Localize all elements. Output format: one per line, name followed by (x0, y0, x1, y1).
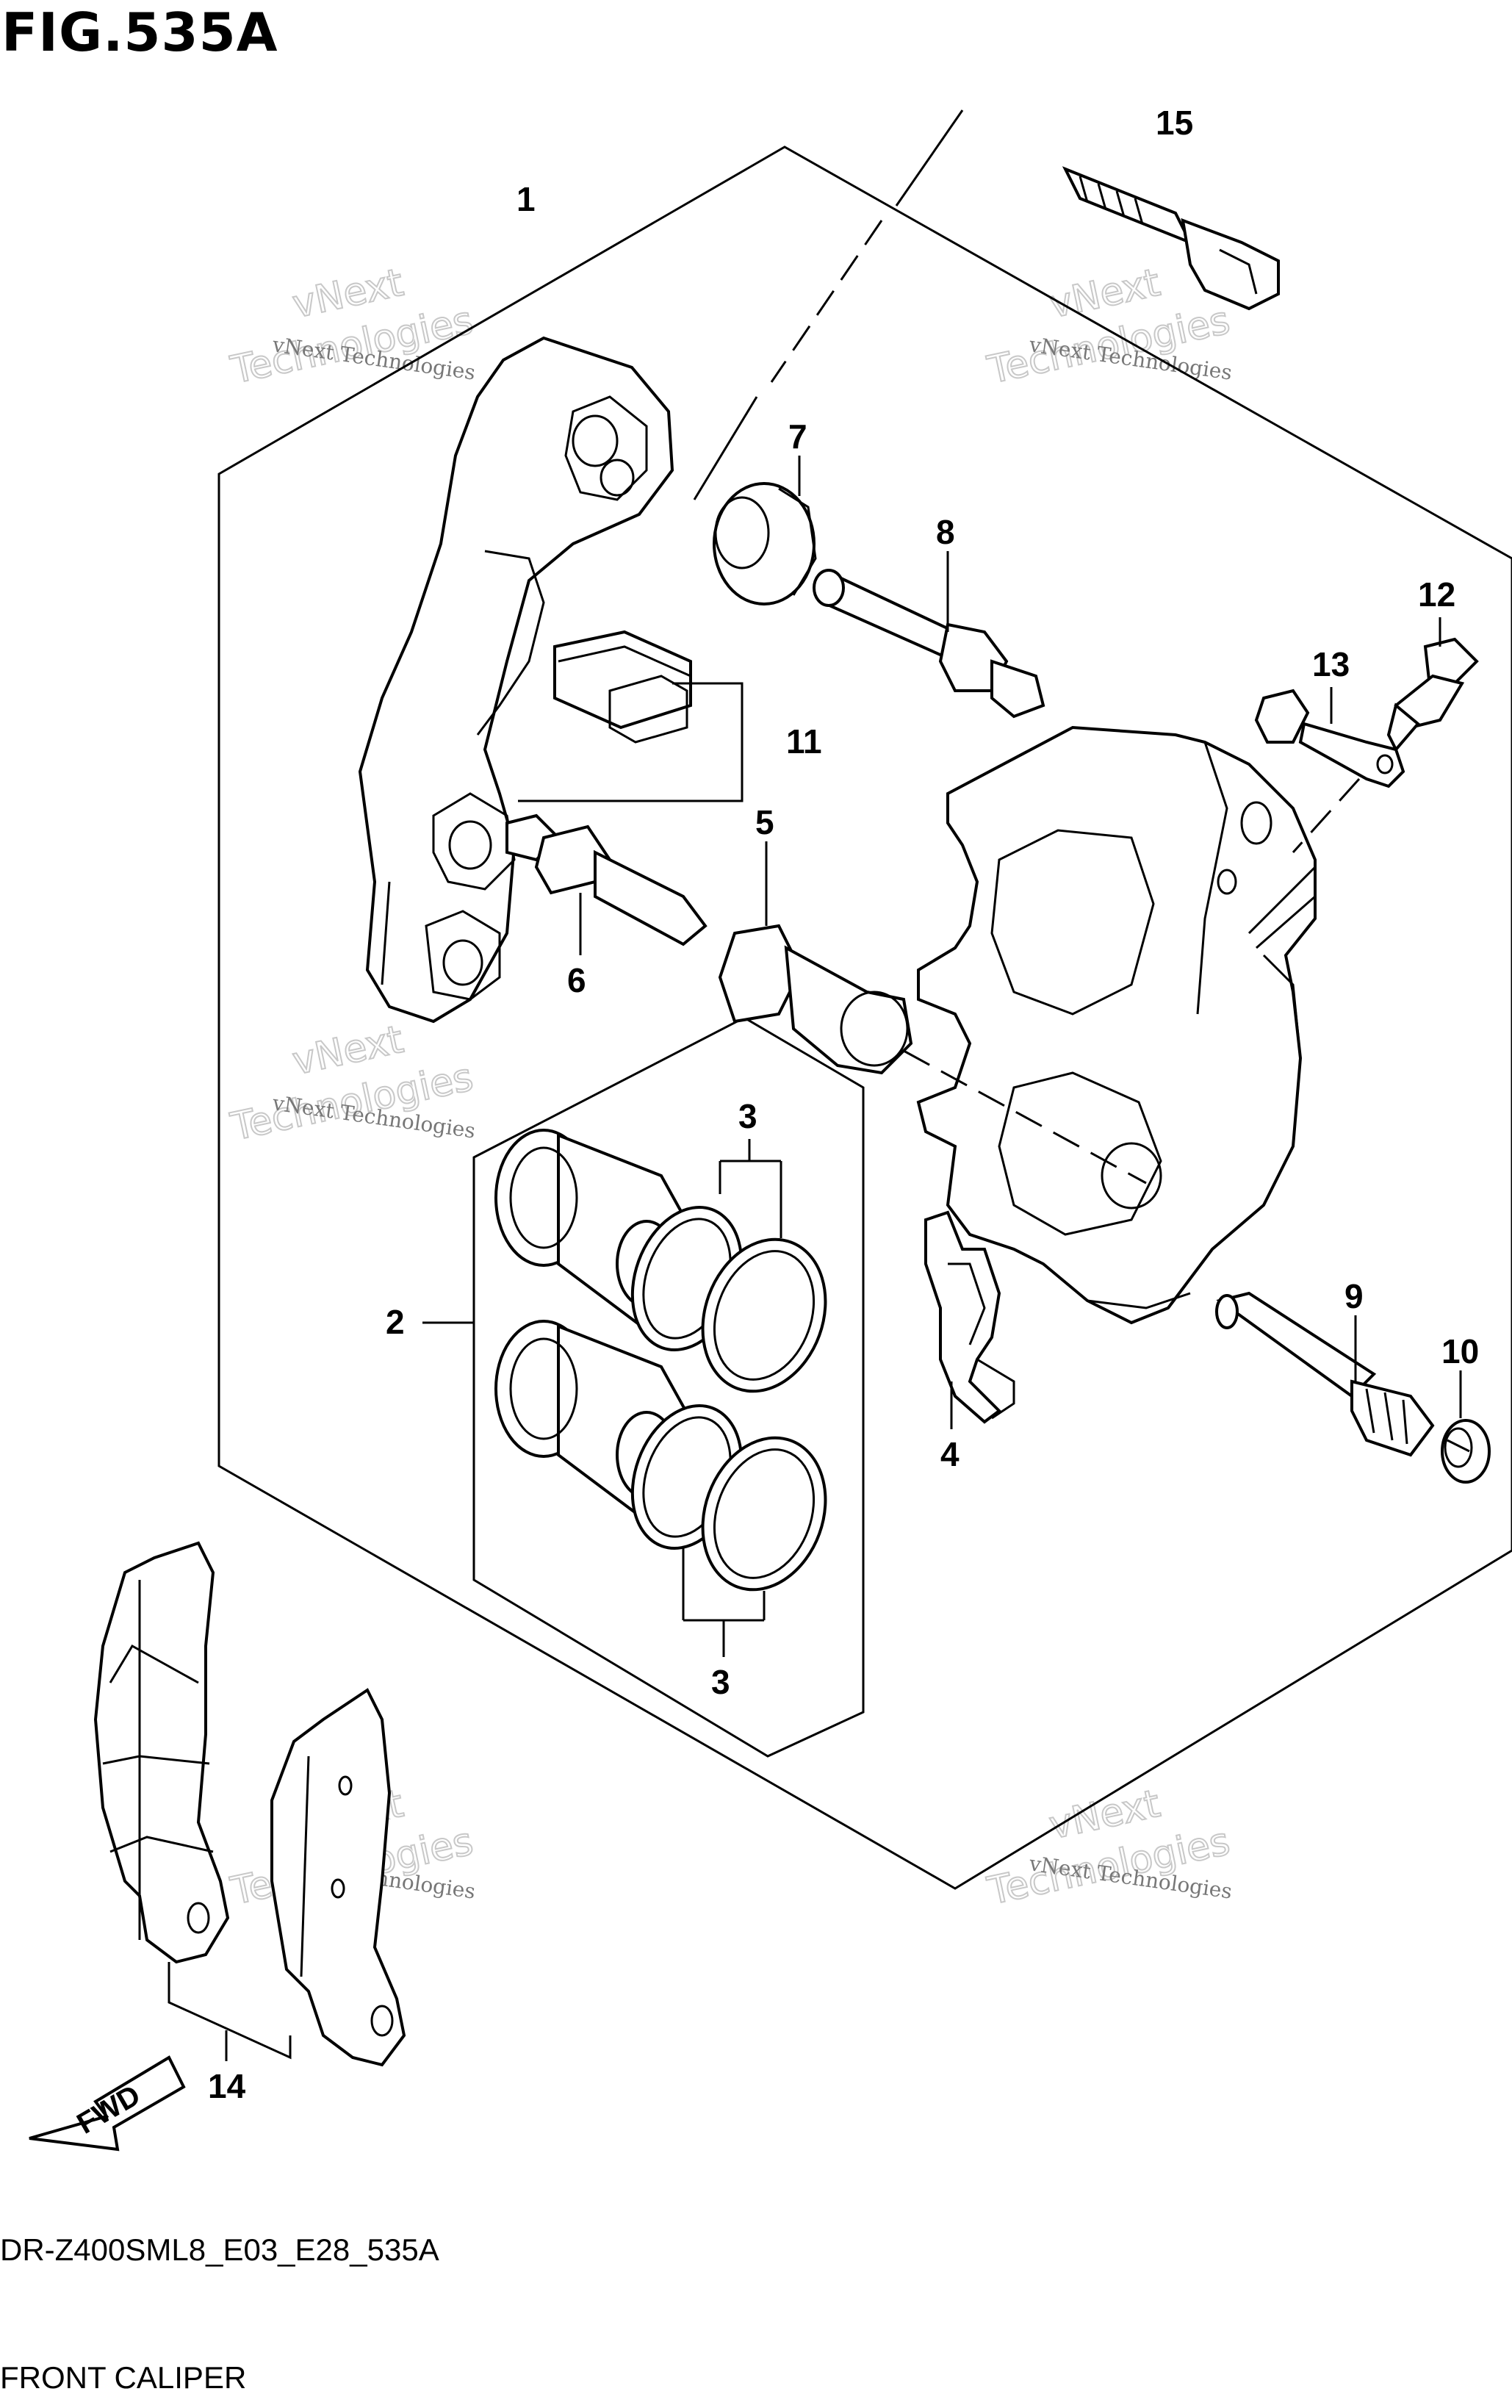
part-3-seal-upper-b[interactable] (683, 1222, 846, 1409)
callout-15: 15 (1156, 104, 1193, 142)
callout-12: 12 (1418, 575, 1455, 614)
leader-11 (518, 682, 744, 802)
part-14-pad-outer[interactable] (93, 1541, 230, 1964)
fwd-arrow: FWD (29, 2055, 186, 2152)
leader-14 (168, 1962, 292, 2061)
guide-line-15 (895, 109, 964, 206)
callout-9: 9 (1344, 1277, 1364, 1315)
part-1-caliper-bracket[interactable] (358, 336, 674, 1024)
callout-7: 7 (788, 417, 807, 456)
guide-line-15-end (693, 396, 758, 500)
callout-10: 10 (1441, 1332, 1479, 1370)
part-15-bolt[interactable] (1062, 166, 1280, 311)
part-9-slide-pin[interactable] (1215, 1291, 1435, 1457)
figure-name: FRONT CALIPER (0, 2360, 247, 2395)
part-3-seal-lower-b[interactable] (683, 1420, 846, 1607)
part-11-pad-clip[interactable] (553, 630, 692, 744)
callout-1: 1 (516, 180, 536, 218)
callout-13: 13 (1312, 645, 1350, 683)
guide-line-13 (1292, 777, 1361, 854)
leader-3-upper (719, 1139, 782, 1238)
callout-14: 14 (208, 2067, 246, 2105)
part-14-pad-inner[interactable] (270, 1688, 406, 2067)
part-4-pad-spring[interactable] (924, 1210, 1015, 1424)
part-8-slide-pin[interactable] (813, 569, 1045, 719)
guide-line-caliper (903, 1049, 1147, 1185)
model-code: DR-Z400SML8_E03_E28_535A (0, 2232, 439, 2267)
callout-5: 5 (755, 803, 774, 841)
part-6-slide-pin[interactable] (505, 813, 708, 946)
part-12-bleeder-screw[interactable] (1386, 637, 1479, 752)
part-5-pin[interactable] (718, 924, 913, 1075)
part-13-bleeder-cap[interactable] (1254, 689, 1405, 788)
figure-title: FIG.535A (1, 1, 278, 63)
callout-3-upper: 3 (738, 1097, 757, 1135)
callout-2: 2 (386, 1303, 405, 1341)
guide-line-15-dashed (770, 220, 883, 383)
callout-3-lower: 3 (711, 1663, 730, 1701)
callout-8: 8 (936, 513, 955, 551)
callout-6: 6 (567, 961, 586, 999)
callout-4: 4 (940, 1435, 960, 1473)
callout-11: 11 (786, 722, 822, 761)
assembly-boundary (217, 145, 1512, 1890)
part-7-boot[interactable] (713, 482, 817, 605)
part-10-plug[interactable] (1441, 1419, 1491, 1484)
caliper-body[interactable] (916, 725, 1317, 1325)
leader-3-lower (682, 1547, 766, 1657)
